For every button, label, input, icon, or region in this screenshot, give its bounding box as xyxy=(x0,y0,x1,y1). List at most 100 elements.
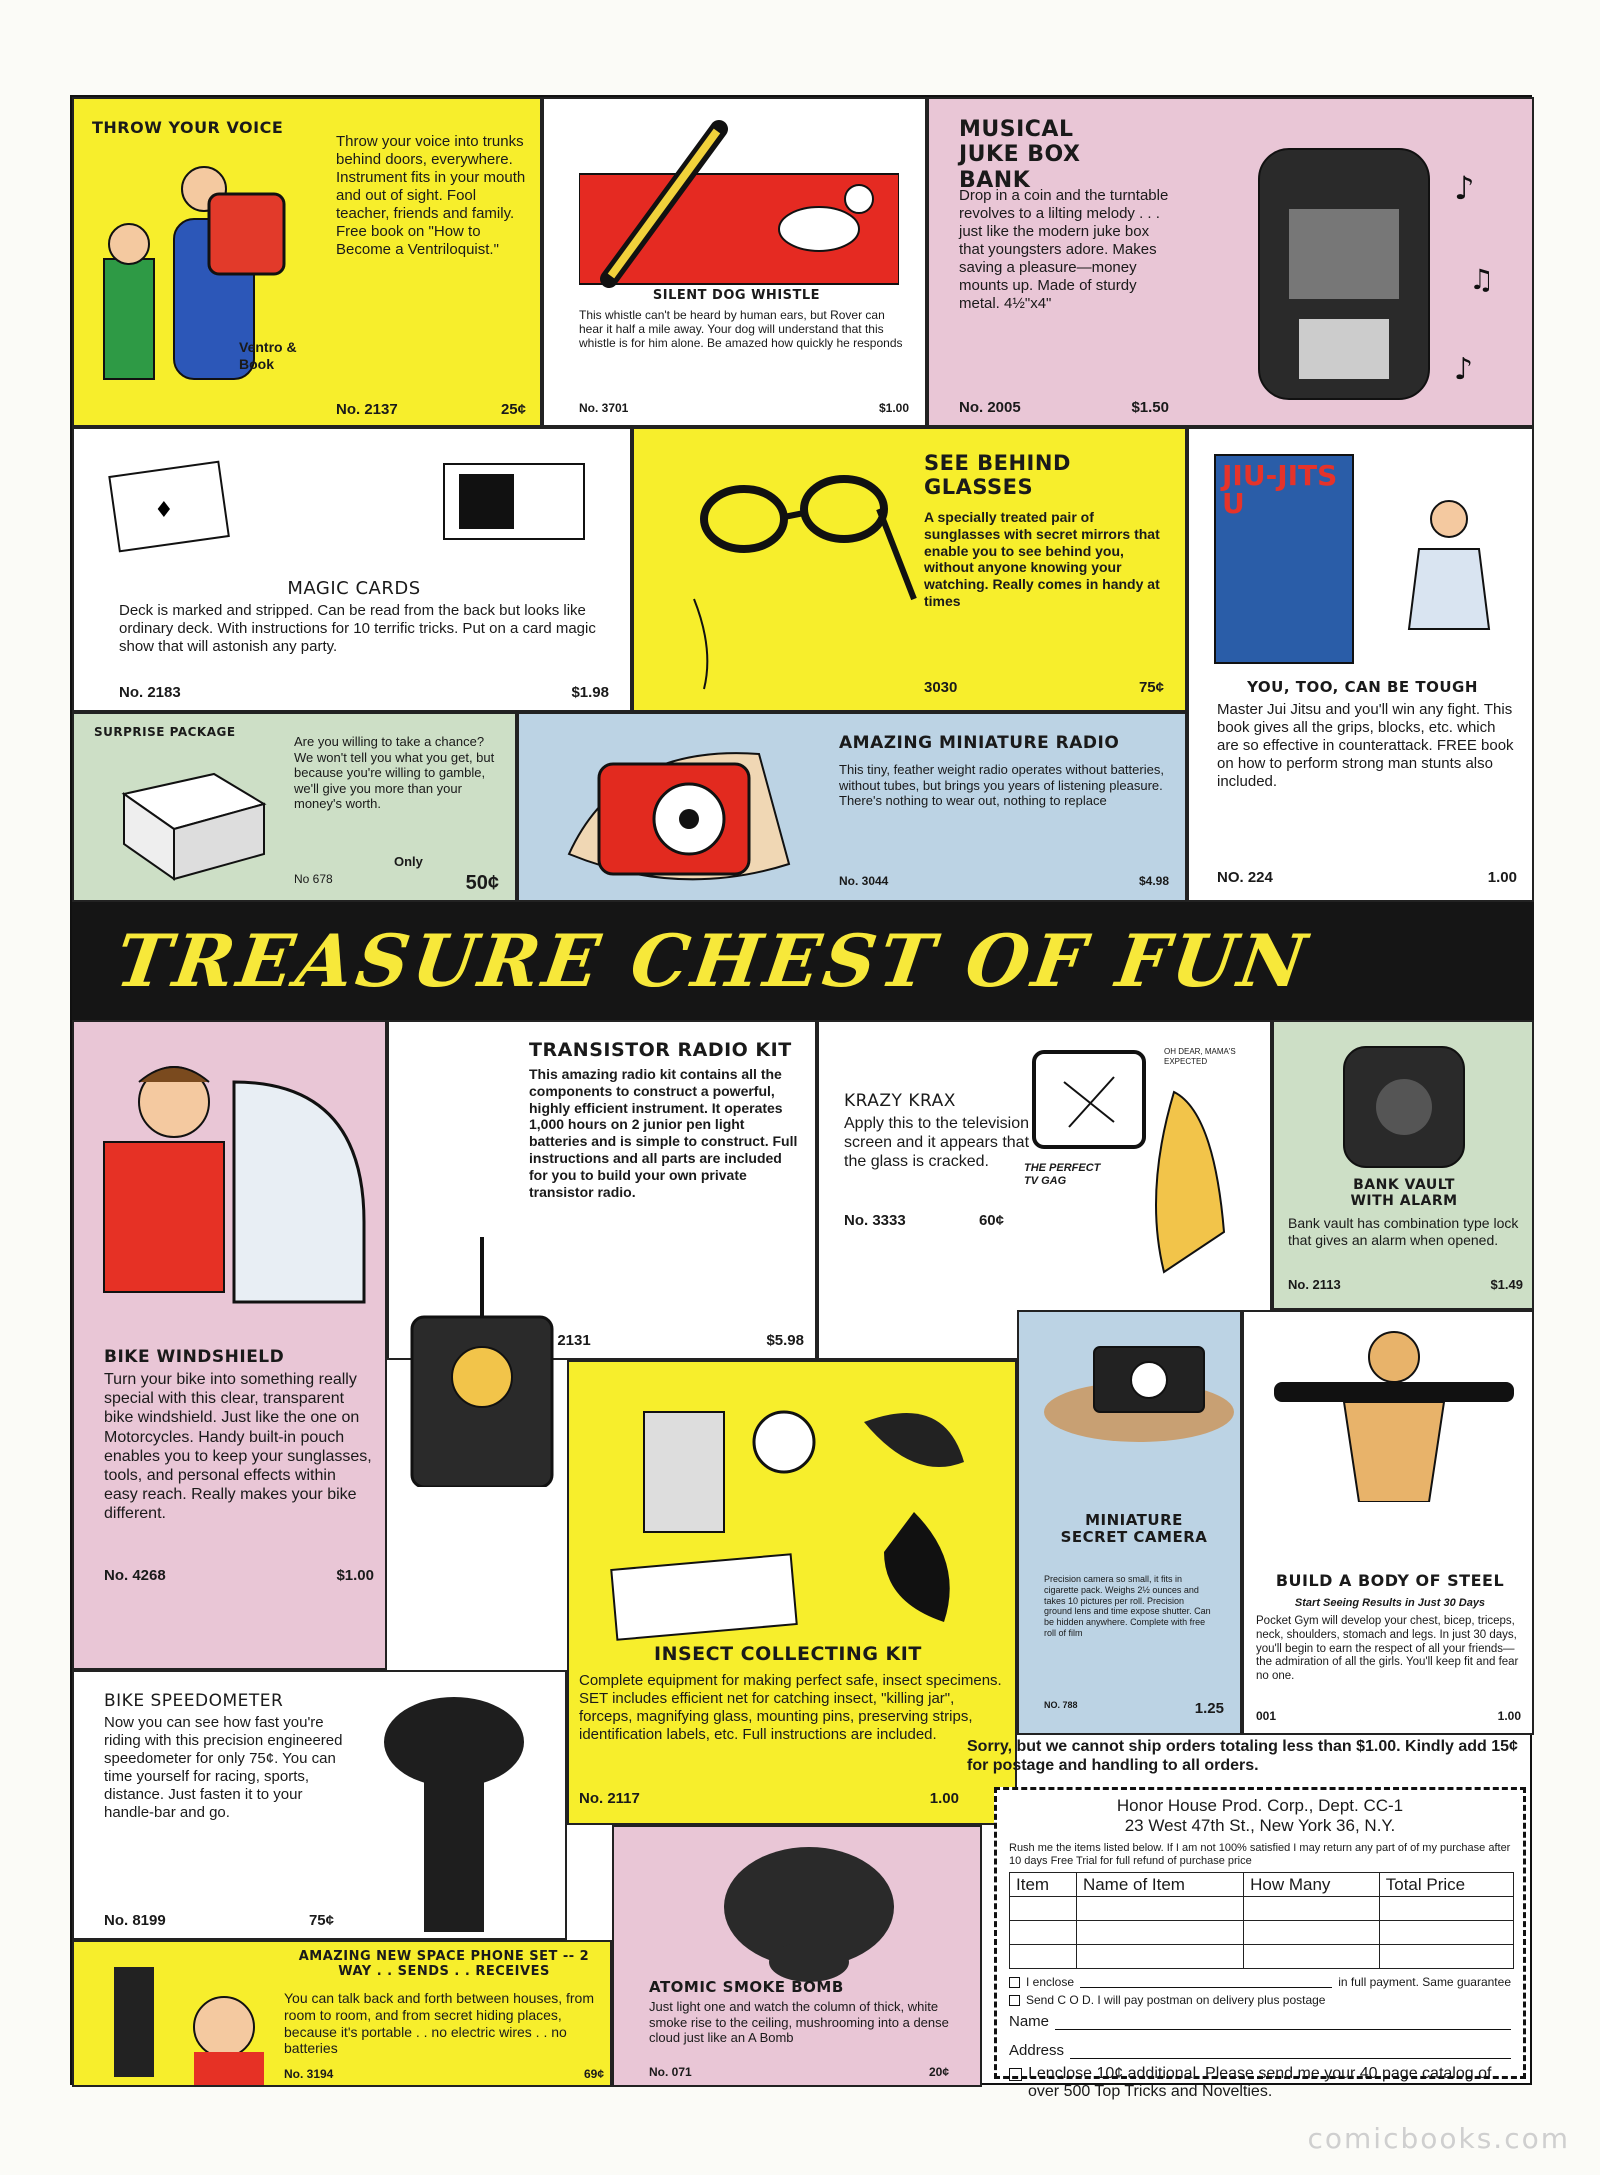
ad-space-phone: AMAZING NEW SPACE PHONE SET -- 2 WAY . .… xyxy=(72,1940,612,2087)
item-price: 1.00 xyxy=(929,1790,959,1807)
ad-title: BIKE SPEEDOMETER xyxy=(104,1691,284,1711)
ad-see-behind-glasses: SEE BEHIND GLASSES A specially treated p… xyxy=(632,427,1187,712)
ad-footer: No. 2117 1.00 xyxy=(579,1790,959,1807)
name-row: Name xyxy=(1009,2013,1511,2031)
ad-footer: No. 2183 $1.98 xyxy=(119,684,609,701)
order-company: Honor House Prod. Corp., Dept. CC-1 xyxy=(1116,1796,1404,1815)
order-cell[interactable] xyxy=(1243,1920,1380,1946)
item-number: No. 2137 xyxy=(336,401,398,418)
ad-footer: No. 4268 $1.00 xyxy=(104,1567,374,1584)
ad-body: This whistle can't be heard by human ear… xyxy=(579,308,903,350)
ad-title: MINIATURE SECRET CAMERA xyxy=(1060,1511,1208,1547)
ad-title: AMAZING MINIATURE RADIO xyxy=(839,733,1120,753)
enclose-label: I enclose xyxy=(1026,1975,1075,1990)
item-number: 3030 xyxy=(924,679,958,696)
banner: TREASURE CHEST OF FUN xyxy=(72,902,1534,1020)
item-number: No. 2117 xyxy=(579,1790,640,1807)
item-number: No. 3194 xyxy=(284,2067,334,2081)
order-cell[interactable] xyxy=(1075,1944,1245,1970)
ad-title: MUSICAL JUKE BOX BANK xyxy=(959,117,1081,193)
ad-title: BUILD A BODY OF STEEL xyxy=(1275,1571,1505,1590)
order-cell[interactable] xyxy=(1009,1944,1077,1970)
ad-title: ATOMIC SMOKE BOMB xyxy=(649,1978,844,1996)
col-total-price: Total Price xyxy=(1378,1872,1515,1898)
order-cell[interactable] xyxy=(1378,1896,1515,1922)
order-table: Item Name of Item How Many Total Price xyxy=(1009,1872,1515,1970)
order-cell[interactable] xyxy=(1009,1920,1077,1946)
banner-title: TREASURE CHEST OF FUN xyxy=(111,918,1316,1003)
ad-body: Pocket Gym will develop your chest, bice… xyxy=(1256,1615,1519,1683)
enclose-row: I enclose in full payment. Same guarante… xyxy=(1009,1975,1511,1989)
package-illustration xyxy=(121,772,267,881)
ad-footer: No 678 50¢ xyxy=(294,872,499,895)
ad-title: SURPRISE PACKAGE xyxy=(94,725,236,739)
ad-title: BIKE WINDSHIELD xyxy=(104,1347,285,1367)
cod-row: Send C O D. I will pay postman on delive… xyxy=(1009,1993,1511,2007)
ad-footer: No. 3701 $1.00 xyxy=(579,401,909,415)
ad-body: Turn your bike into something really spe… xyxy=(104,1371,372,1523)
windshield-illustration xyxy=(103,1066,366,1304)
order-cell[interactable] xyxy=(1075,1896,1245,1922)
ad-body: You can talk back and forth between hous… xyxy=(284,1990,595,2057)
cod-checkbox[interactable] xyxy=(1009,1994,1020,2006)
item-price: 69¢ xyxy=(583,2067,604,2081)
enclose-line[interactable] xyxy=(1080,1976,1333,1989)
col-item: Item xyxy=(1009,1872,1077,1898)
item-number: No. 3044 xyxy=(839,874,889,888)
order-cell[interactable] xyxy=(1075,1920,1245,1946)
address-field[interactable] xyxy=(1070,2042,1511,2060)
ad-footer: No. 3194 69¢ xyxy=(284,2067,604,2081)
order-cell[interactable] xyxy=(1009,1896,1077,1922)
ad-juke-box-bank: MUSICAL JUKE BOX BANK Drop in a coin and… xyxy=(927,97,1534,427)
enclose-checkbox[interactable] xyxy=(1009,1976,1020,1988)
smoke-bomb-illustration xyxy=(724,1847,894,1982)
item-number: No. 4268 xyxy=(104,1567,166,1584)
ad-secret-camera: MINIATURE SECRET CAMERA Precision camera… xyxy=(1017,1310,1242,1735)
insect-kit-illustration xyxy=(610,1410,964,1641)
ad-body: Complete equipment for making perfect sa… xyxy=(579,1672,1002,1743)
item-price: $4.98 xyxy=(1138,874,1169,888)
ad-body: A specially treated pair of sunglasses w… xyxy=(924,509,1160,609)
speech-bubble: OH DEAR, MAMA'S EXPECTED xyxy=(1164,1047,1236,1066)
item-number: No. 3333 xyxy=(844,1212,906,1229)
speedometer-illustration xyxy=(384,1697,524,1932)
item-price: 75¢ xyxy=(308,1912,334,1929)
ad-body: Apply this to the television screen and … xyxy=(844,1115,1030,1171)
ad-miniature-radio: AMAZING MINIATURE RADIO This tiny, feath… xyxy=(517,712,1187,902)
ad-title: INSECT COLLECTING KIT xyxy=(654,1643,922,1665)
ad-body: This amazing radio kit contains all the … xyxy=(529,1066,798,1200)
item-price: 1.00 xyxy=(1487,869,1517,886)
order-cell[interactable] xyxy=(1243,1944,1380,1970)
ad-footer: No. 2005 $1.50 xyxy=(959,399,1169,416)
catalog-checkbox[interactable] xyxy=(1009,2068,1022,2082)
ad-insect-kit: INSECT COLLECTING KIT Complete equipment… xyxy=(567,1360,1017,1825)
ad-bank-vault: BANK VAULT WITH ALARM Bank vault has com… xyxy=(1272,1020,1534,1310)
item-price: 60¢ xyxy=(978,1212,1004,1229)
order-intro: Rush me the items listed below. If I am … xyxy=(1009,1842,1511,1868)
tv-illustration xyxy=(1032,1050,1226,1274)
ad-footer: 001 1.00 xyxy=(1256,1709,1521,1723)
glasses-illustration xyxy=(693,475,917,690)
order-cell[interactable] xyxy=(1378,1920,1515,1946)
ad-surprise-package: SURPRISE PACKAGE Are you willing to take… xyxy=(72,712,517,902)
order-cell[interactable] xyxy=(1378,1944,1515,1970)
order-cell[interactable] xyxy=(1243,1896,1380,1922)
name-field[interactable] xyxy=(1055,2013,1511,2031)
ad-body: Just light one and watch the column of t… xyxy=(649,1999,949,2046)
col-how-many: How Many xyxy=(1243,1872,1380,1898)
item-price: $1.00 xyxy=(878,401,909,415)
ad-magic-cards: ♦ MAGIC CARDS Deck is marked and strippe… xyxy=(72,427,632,712)
ad-krazy-krax: KRAZY KRAX Apply this to the television … xyxy=(817,1020,1272,1360)
item-price: $1.50 xyxy=(1131,399,1169,416)
ad-body: Drop in a coin and the turntable revolve… xyxy=(959,187,1169,312)
ad-title: AMAZING NEW SPACE PHONE SET -- 2 WAY . .… xyxy=(298,1949,590,1979)
ad-silent-dog-whistle: SILENT DOG WHISTLE This whistle can't be… xyxy=(542,97,927,427)
item-price: 20¢ xyxy=(928,2065,949,2079)
ad-body: Throw your voice into trunks behind door… xyxy=(336,133,526,258)
catalog-label: I enclose 10¢ additional. Please send me… xyxy=(1028,2065,1492,2101)
ad-footer: No. 2113 $1.49 xyxy=(1288,1277,1523,1292)
svg-text:♫: ♫ xyxy=(1469,263,1494,296)
ad-footer: No. 071 20¢ xyxy=(649,2065,949,2079)
ad-bike-windshield: BIKE WINDSHIELD Turn your bike into some… xyxy=(72,1020,387,1670)
item-number: 001 xyxy=(1256,1709,1277,1723)
